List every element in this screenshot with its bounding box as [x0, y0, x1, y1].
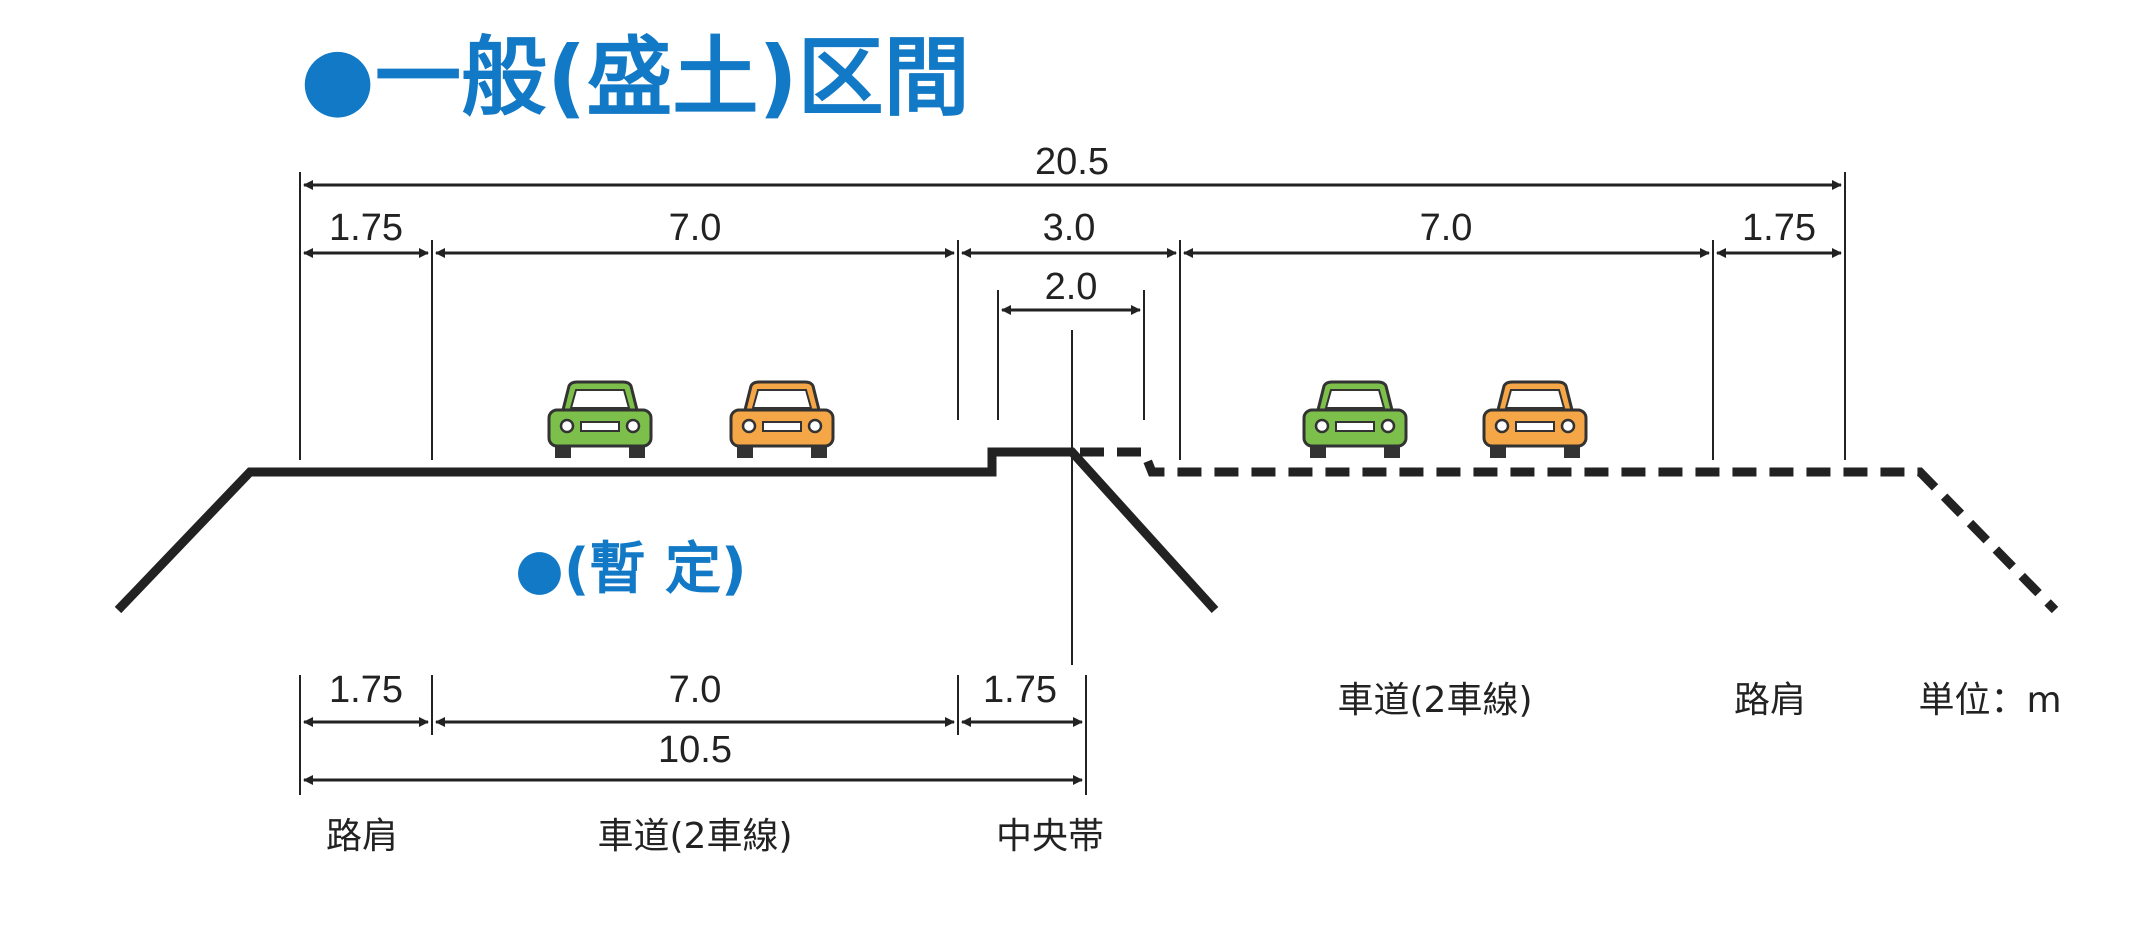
provisional-left-shoulder-width-label: 1.75	[329, 669, 403, 711]
section-title: ●一般(盛土)区間	[300, 28, 970, 128]
shoulder-label-left: 路肩	[326, 816, 398, 857]
carriageway-label-right: 車道(2車線)	[1338, 680, 1533, 721]
full-section-dimensions	[299, 172, 1846, 665]
left-shoulder-width-label: 1.75	[329, 207, 403, 249]
right-shoulder-width-label: 1.75	[1742, 207, 1816, 249]
car-icon	[547, 380, 653, 460]
provisional-median-width-label: 1.75	[983, 669, 1057, 711]
total-width-label: 20.5	[1035, 141, 1109, 183]
car-icon	[1302, 380, 1408, 460]
median-width-label: 3.0	[1043, 207, 1096, 249]
provisional-road-profile	[114, 447, 1219, 614]
provisional-total-width-label: 10.5	[658, 729, 732, 771]
left-carriageway-width-label: 7.0	[669, 207, 722, 249]
median-label: 中央帯	[996, 816, 1104, 857]
carriageway-label-left: 車道(2車線)	[598, 816, 793, 857]
provisional-carriageway-width-label: 7.0	[669, 669, 722, 711]
provisional-subtitle: ●(暫 定)	[515, 537, 747, 602]
car-icon	[1482, 380, 1588, 460]
car-icon	[729, 380, 835, 460]
shoulder-label-right: 路肩	[1734, 680, 1806, 721]
future-road-profile	[1080, 447, 2059, 614]
right-carriageway-width-label: 7.0	[1420, 207, 1473, 249]
provisional-dimension-labels: 1.75 7.0 1.75 10.5	[329, 669, 1057, 771]
provisional-section-dimensions	[299, 675, 1087, 795]
full-section-dimension-labels: 20.5 1.75 7.0 3.0 7.0 1.75 2.0	[329, 141, 1816, 308]
component-labels: 路肩 車道(2車線) 中央帯 車道(2車線) 路肩 単位：m	[326, 680, 2062, 857]
median-inner-width-label: 2.0	[1045, 266, 1098, 308]
unit-label: 単位：m	[1918, 680, 2061, 721]
